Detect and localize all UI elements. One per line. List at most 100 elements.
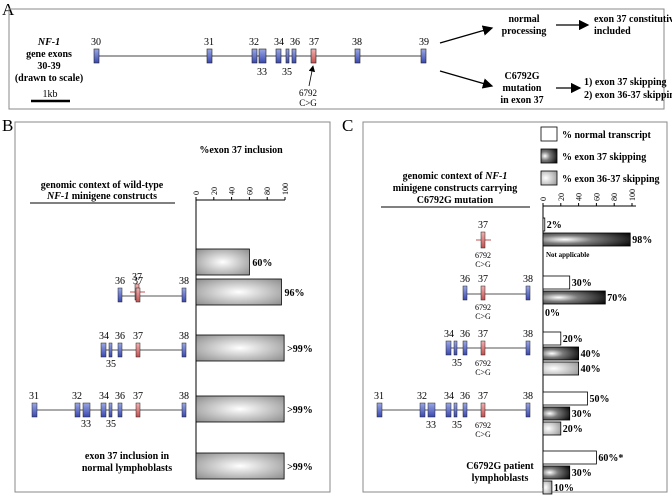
panel-b-bars: 60%96%>99%>99%>99%	[195, 248, 313, 480]
construct-exon-label: 32	[72, 391, 82, 402]
bar-2	[195, 334, 285, 362]
construct-exon-label: 34	[99, 391, 109, 402]
tick-label-60: 60	[245, 187, 254, 195]
tick-label-0: 0	[539, 197, 548, 201]
construct-exon-31	[31, 402, 38, 418]
bar-s0-g3	[542, 391, 588, 406]
arrow-normal	[439, 25, 494, 44]
construct-exon-label: 37	[478, 274, 488, 285]
construct-exon-35	[108, 402, 113, 418]
construct-exon-35	[108, 342, 113, 358]
bar-label-s1-g0: 98%	[632, 235, 652, 246]
panel-b-footer-1: exon 37 inclusion in	[85, 451, 170, 462]
bar-s1-g2	[542, 346, 579, 361]
construct-exon-label: 31	[29, 391, 39, 402]
bar-s0-g2	[542, 331, 562, 346]
panel-c-context-gene: NF-1	[484, 171, 507, 182]
gene-title-1: NF-1	[37, 37, 60, 48]
gene-exon-labels: 30 31 32 33 34 35 36 37 38 39	[91, 37, 429, 78]
panel-b-construct-3: 34 36 37 38 35	[99, 331, 189, 370]
bar-s1-g0	[542, 232, 631, 247]
mutation-label-2: C>G	[299, 98, 317, 108]
panel-c-bars: 2%30%20%50%60%*98%70%40%30%30%Not applic…	[542, 217, 652, 495]
exon-label-36: 36	[290, 37, 300, 48]
construct-exon-label: 32	[417, 391, 427, 402]
construct-exon-label: 37	[133, 391, 143, 402]
construct-exon-31	[376, 402, 383, 418]
bar-label-s2-g4: 10%	[554, 483, 574, 494]
construct-exon-34	[100, 402, 107, 418]
gene-exon-35	[285, 48, 290, 64]
panel-c-context-pre: genomic context of	[403, 171, 485, 182]
construct-mutation-2: C>G	[475, 430, 491, 439]
gene-title-2: gene exons	[26, 49, 72, 60]
construct-exon-33	[427, 402, 436, 418]
arrow-mutation	[439, 70, 494, 89]
gene-exon-31	[206, 48, 213, 64]
bar-label-s0-g1: 30%	[572, 278, 592, 289]
gene-exon-30	[93, 48, 100, 64]
bar-label-s1-g4: 30%	[572, 468, 592, 479]
panel-b-letter: B	[2, 116, 13, 135]
tick-label-20: 20	[210, 187, 219, 195]
tick-label-20: 20	[557, 193, 566, 201]
construct-exon-36	[117, 402, 123, 418]
construct-exon-38	[181, 342, 187, 358]
bar-label-s1-g2: 40%	[581, 349, 601, 360]
tick-label-40: 40	[228, 187, 237, 195]
legend-label-exon37: % exon 37 skipping	[562, 152, 646, 163]
gene-title-3: 30-39	[37, 61, 60, 72]
normal-result-1: exon 37 constitutively	[594, 14, 672, 25]
legend-label-exon3637: % exon 36-37 skipping	[562, 174, 660, 185]
construct-exon-34	[445, 402, 452, 418]
panel-b-construct-2: 36 37 38	[115, 276, 189, 303]
construct-exon-label: 37	[478, 391, 488, 402]
panel-c-letter: C	[342, 116, 353, 135]
gene-exon-32	[251, 48, 258, 64]
bar-0	[195, 248, 250, 276]
construct-exon-38	[525, 285, 531, 301]
construct-exon-37	[135, 402, 141, 418]
panel-c-frame	[362, 121, 668, 493]
mut-label-3: in exon 37	[500, 95, 543, 106]
construct-exon-38	[525, 340, 531, 356]
bar-s1-g4	[542, 465, 571, 480]
construct-exon-37	[135, 287, 141, 303]
mutation-label-1: 6792	[299, 88, 317, 98]
construct-exon-label: 35	[106, 419, 116, 430]
construct-exon-label: 34	[99, 331, 109, 342]
panel-a: A NF-1 gene exons 30-39 (drawn to scale)…	[2, 0, 672, 110]
bar-s1-g1	[542, 290, 606, 305]
construct-exon-36	[462, 285, 468, 301]
panel-b: B genomic context of wild-type NF-1 mini…	[2, 116, 331, 493]
construct-exon-32	[74, 402, 81, 418]
construct-exon-label: 38	[523, 274, 533, 285]
panel-c-context-2: minigene constructs carrying	[393, 183, 517, 194]
gene-exon-39	[420, 48, 427, 64]
panel-c: C % normal transcript % exon 37 skipping…	[342, 116, 668, 495]
construct-exon-label: 33	[426, 420, 436, 431]
panel-b-context-1: genomic context of wild-type	[41, 180, 164, 191]
scale-bar-label: 1kb	[43, 89, 58, 100]
construct-exon-label: 35	[452, 358, 462, 369]
construct-exon-label: 38	[523, 329, 533, 340]
gene-title-4: (drawn to scale)	[15, 73, 83, 84]
bar-4	[195, 452, 285, 480]
exon-label-37: 37	[309, 37, 319, 48]
panel-c-context-3: C6792G mutation	[417, 195, 494, 206]
bar-label-s2-g3: 20%	[563, 424, 583, 435]
bar-label-s0-g2: 20%	[563, 334, 583, 345]
construct-exon-36	[462, 402, 468, 418]
exon-label-35: 35	[282, 67, 292, 78]
bar-s2-g2	[542, 361, 579, 376]
legend-swatch-normal	[540, 126, 558, 142]
construct-exon-35	[453, 402, 458, 418]
gene-exon-37	[310, 48, 317, 64]
tick-label-80: 80	[610, 193, 619, 201]
exon-label-31: 31	[204, 37, 214, 48]
bar-label-0: 60%	[252, 258, 272, 269]
bar-label-3: >99%	[287, 405, 313, 416]
construct-exon-34	[100, 342, 107, 358]
legend-label-normal: % normal transcript	[562, 130, 652, 141]
